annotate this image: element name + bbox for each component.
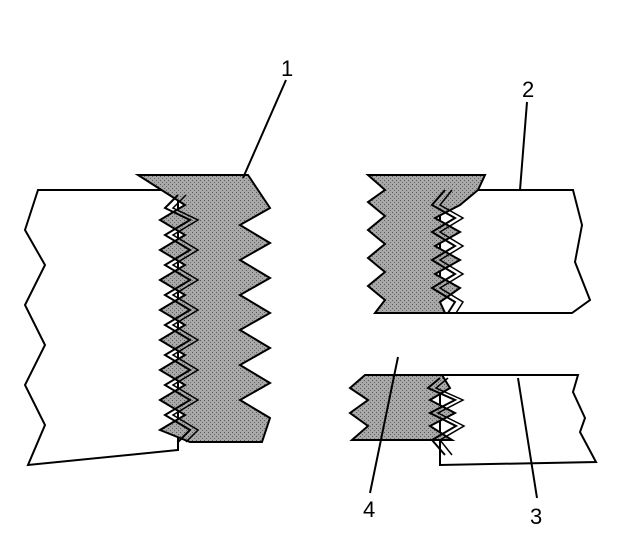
callout-4: 4 [363,497,375,522]
lower-female-thread [426,377,459,456]
male-thread-outer [163,194,193,443]
fitting-body [23,189,179,467]
threaded-fitting [23,174,272,467]
upper-female-thread-inner [438,189,465,314]
leader-line-1 [242,79,287,179]
leader-line-4 [369,356,399,494]
thread-sealant-coating [134,174,272,443]
leader-line-3 [517,377,538,499]
callout-2: 2 [522,77,534,102]
female-body-lower [348,374,598,467]
female-body-upper [365,174,592,314]
male-thread-inner [171,194,200,443]
callout-1: 1 [281,56,293,81]
leader-line-2 [519,101,528,191]
upper-female-thread [430,189,457,314]
lower-female-thread-inner [434,377,466,456]
lower-mating-sealant [348,374,458,441]
female-body-upper-outline [439,189,592,314]
upper-mating-sealant [365,174,487,314]
female-body-lower-outline [439,374,598,467]
callout-3: 3 [530,504,542,529]
